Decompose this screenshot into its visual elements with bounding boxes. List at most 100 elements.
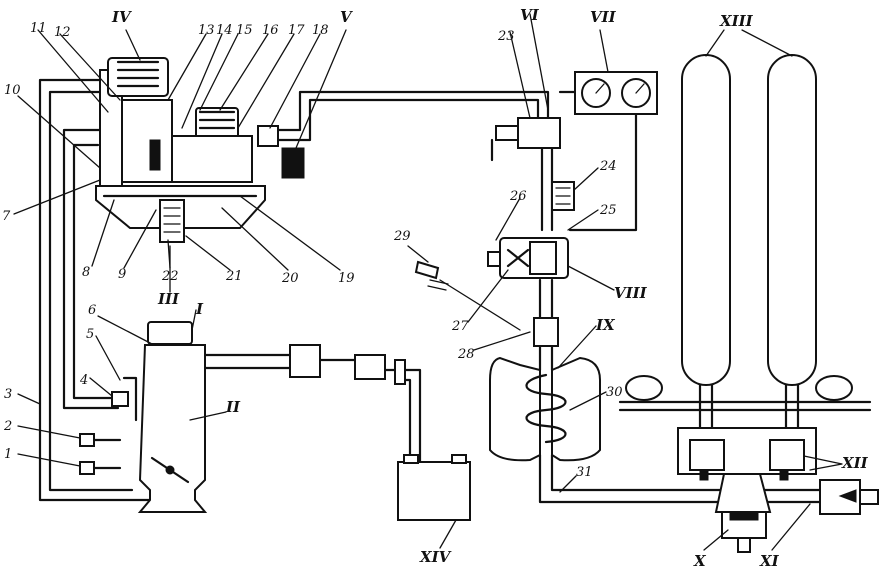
solenoid-coil	[529, 241, 557, 275]
reducer-chamber	[121, 99, 173, 183]
cylinder-manifold	[677, 427, 879, 553]
pipe-sensor	[394, 359, 406, 385]
leader-X	[703, 529, 729, 551]
connector-29-ground	[427, 279, 449, 291]
label-VI: VI	[520, 6, 540, 24]
reducer-outlet	[257, 125, 279, 147]
label-V: V	[340, 8, 353, 26]
leader-19	[239, 195, 341, 271]
flow-valve-X-disk	[729, 511, 759, 521]
labels: IV 11 12 13 14 15 16 17 18 V 10 7 8 9 22…	[2, 6, 869, 570]
label-15: 15	[236, 23, 253, 38]
filling-valve-cap	[859, 489, 879, 505]
label-17: 17	[288, 23, 305, 38]
leader-15	[199, 33, 239, 111]
leader-IV	[125, 29, 141, 61]
connector-29	[414, 260, 449, 291]
label-14: 14	[216, 23, 233, 38]
label-6: 6	[88, 303, 96, 318]
leader-IX	[557, 325, 597, 369]
battery-body	[397, 461, 471, 521]
flow-valve-X-knob	[737, 537, 751, 553]
label-31: 31	[576, 465, 593, 480]
filling-valve-arrow	[838, 489, 857, 503]
pipe-to-evaporator	[538, 342, 554, 372]
pipe-to-battery	[402, 368, 422, 464]
leader-6	[97, 315, 153, 345]
label-16: 16	[262, 23, 279, 38]
leader-9	[123, 209, 157, 269]
bottom-spring	[163, 207, 181, 233]
leader-1	[17, 453, 81, 467]
pipe-to-battery-2	[402, 378, 412, 464]
mixer-I	[147, 321, 193, 345]
leader-25	[567, 209, 599, 231]
label-II: II	[225, 398, 241, 416]
gas-cylinders-XIII	[618, 54, 872, 412]
reducer-valve	[149, 139, 161, 171]
label-XIII: XIII	[719, 12, 754, 30]
label-XIV: XIV	[419, 548, 452, 566]
leader-3	[17, 393, 41, 405]
leader-29	[407, 245, 429, 263]
engine-intake	[79, 321, 208, 513]
valve-2	[79, 433, 95, 447]
reducer-bottom-spring-housing	[159, 199, 185, 243]
label-XII: XII	[841, 454, 869, 472]
filter-24-lines	[555, 187, 571, 205]
leader-I	[191, 309, 197, 331]
leader-XIII	[705, 29, 793, 57]
label-29: 29	[393, 229, 411, 244]
pipe-outer-left	[38, 78, 152, 502]
battery-terminal-1	[403, 454, 419, 464]
label-VII: VII	[590, 8, 617, 26]
leader-28	[473, 331, 531, 351]
leader-31	[559, 475, 577, 493]
cable-29	[439, 279, 521, 331]
first-stage-spring	[198, 110, 236, 130]
label-30: 30	[606, 385, 623, 400]
pipe-cyl-2	[784, 383, 800, 430]
label-21: 21	[225, 269, 243, 284]
pipe-31-inner	[550, 453, 722, 492]
leader-4	[89, 377, 113, 397]
manometers-VII	[574, 71, 658, 115]
engine-body-II	[137, 344, 208, 513]
regulator-4-body	[111, 391, 129, 407]
leader-16	[219, 33, 269, 111]
pipe-top-inner	[260, 98, 540, 142]
label-XI: XI	[759, 552, 780, 570]
evaporator-IX	[489, 356, 601, 462]
leader-11	[37, 29, 109, 113]
leader-XII	[803, 455, 843, 471]
label-2: 2	[3, 419, 12, 434]
leader-VIII	[567, 265, 615, 291]
cylinder-2	[767, 54, 817, 386]
valve-1	[79, 461, 95, 475]
label-9: 9	[118, 267, 126, 282]
label-13: 13	[198, 23, 215, 38]
label-VIII: VIII	[614, 284, 648, 302]
leader-lines	[13, 13, 843, 551]
label-1: 1	[4, 447, 12, 462]
gauge-needles	[595, 83, 645, 94]
reducer-mid-body	[171, 135, 253, 183]
cyl-valve-knob-1	[699, 469, 709, 481]
leader-20	[221, 207, 289, 271]
flow-valve-X-body	[714, 473, 772, 513]
label-20: 20	[281, 271, 299, 286]
label-26: 26	[509, 189, 527, 204]
label-24: 24	[599, 159, 617, 174]
label-23: 23	[497, 29, 515, 44]
pipe-line-3	[62, 128, 120, 410]
label-I: I	[195, 300, 204, 318]
battery-terminal-2	[451, 454, 467, 464]
label-4: 4	[79, 373, 88, 388]
main-valve-body	[517, 117, 561, 149]
cylinder-1	[681, 54, 731, 386]
label-III: III	[157, 290, 180, 308]
leader-21	[185, 235, 231, 271]
pipe-top	[268, 90, 550, 132]
leader-30	[569, 391, 607, 411]
